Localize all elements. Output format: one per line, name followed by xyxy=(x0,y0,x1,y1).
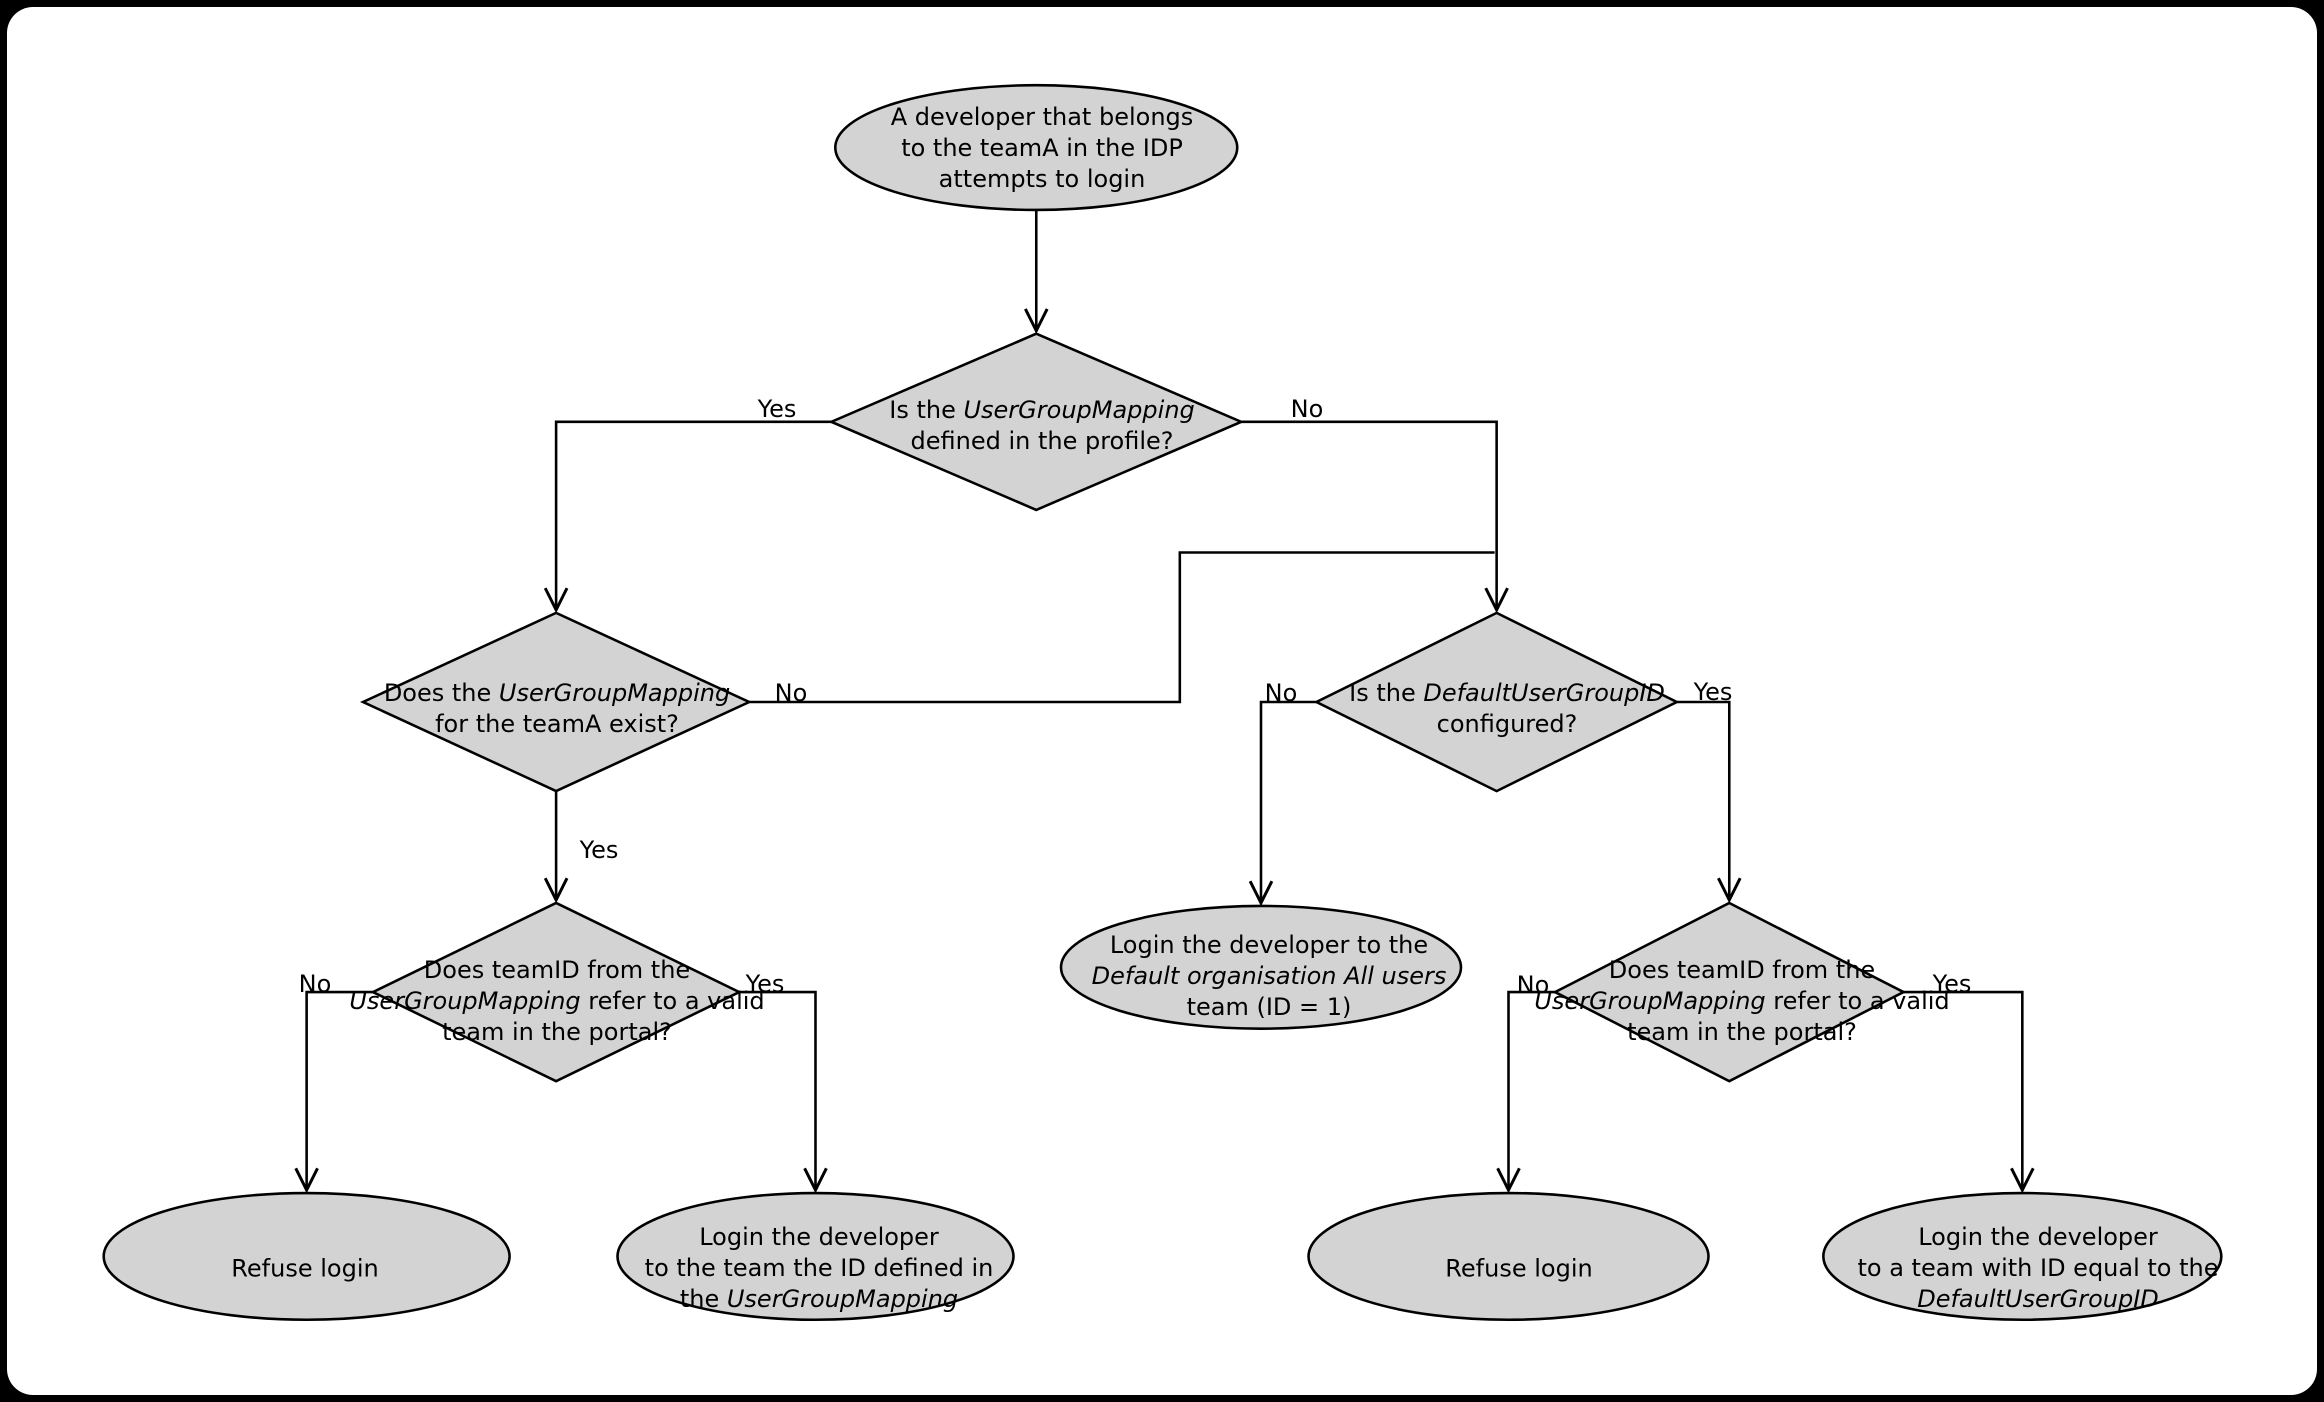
edge-teamid-right-yes xyxy=(1903,990,2023,1190)
node-mapping-exists-shape xyxy=(359,611,753,793)
node-teamid-valid-left-shape xyxy=(370,901,743,1083)
edge-teamid-left-no xyxy=(307,990,373,1190)
node-teamid-valid-right-shape xyxy=(1552,901,1907,1083)
edge-mapping-exists-no xyxy=(749,551,1495,704)
node-default-configured-shape xyxy=(1313,611,1680,793)
edge-default-configured-yes xyxy=(1676,700,1729,900)
node-login-default-org-shape xyxy=(1059,904,1463,1030)
node-login-mapping-team-shape xyxy=(616,1191,1015,1322)
node-start-shape xyxy=(834,83,1239,212)
edge-default-configured-no xyxy=(1261,700,1317,903)
edge-teamid-left-yes xyxy=(739,990,815,1190)
edge-teamid-right-no xyxy=(1509,990,1556,1190)
node-refuse-left-shape xyxy=(102,1191,511,1322)
edge-mapping-defined-no xyxy=(1241,420,1496,610)
node-mapping-defined-shape xyxy=(828,332,1245,512)
edge-mapping-defined-yes xyxy=(556,420,832,610)
node-login-default-id-shape xyxy=(1822,1191,2223,1322)
flowchart-svg xyxy=(102,83,2223,1322)
node-refuse-right-shape xyxy=(1307,1191,1710,1322)
